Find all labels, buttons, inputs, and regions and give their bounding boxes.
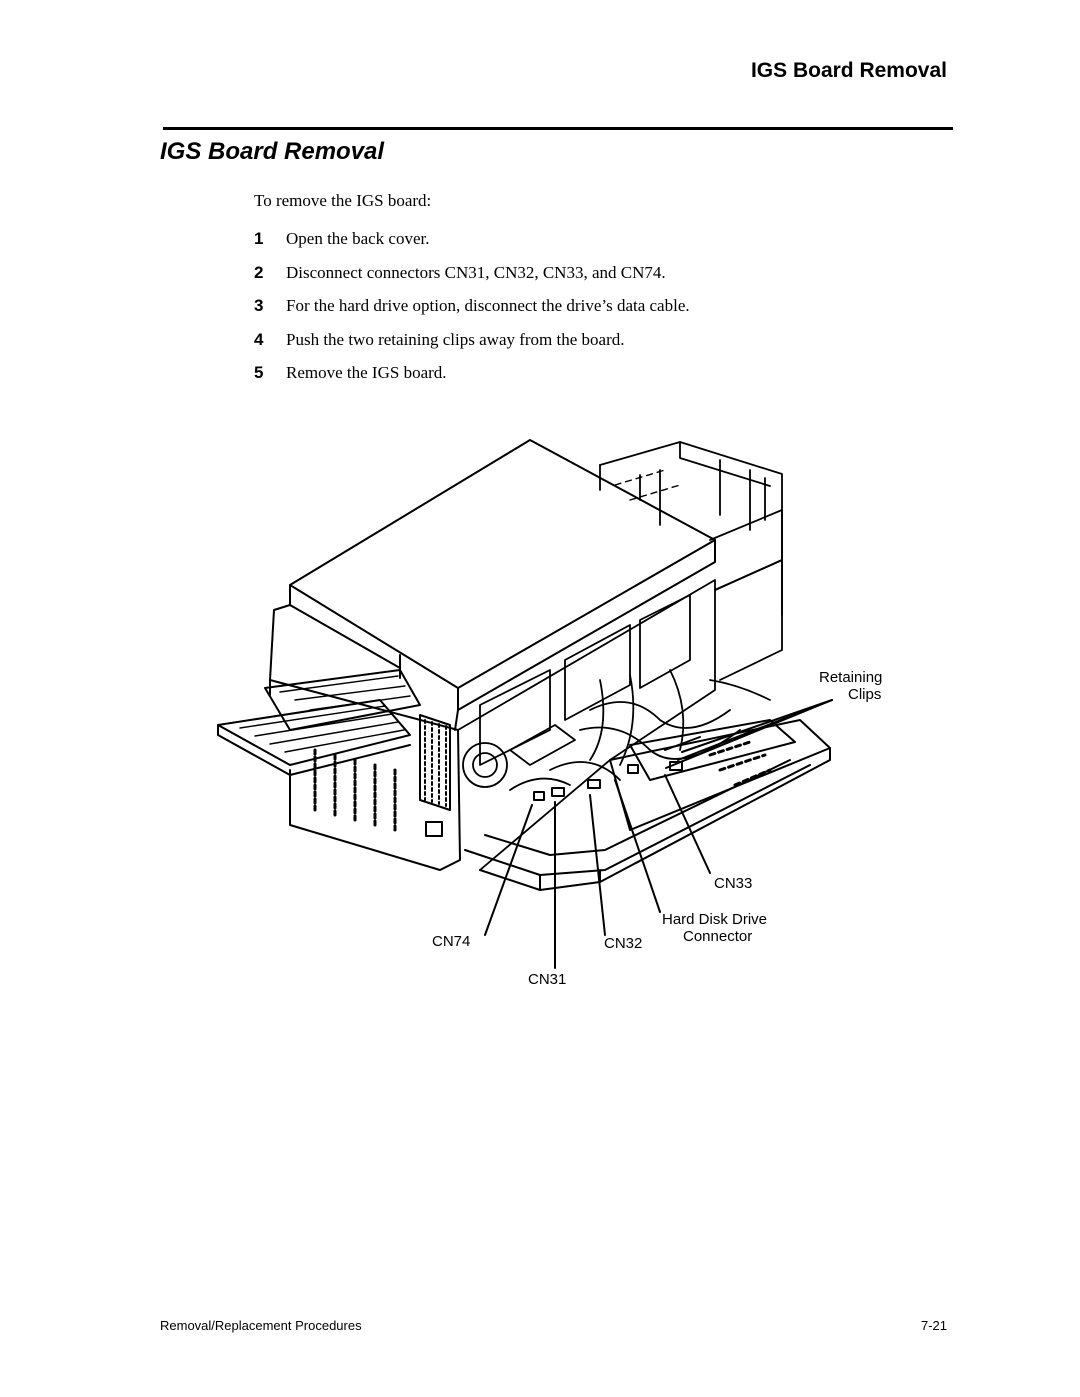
callout-cn32: CN32 [604,935,643,952]
printer-line-drawing [217,439,833,969]
callout-hard-disk-drive: Hard Disk Drive [662,911,768,928]
callout-retaining: Retaining [819,669,883,686]
header-rule [163,127,953,130]
rear-tray-frame [599,441,783,681]
step-3: 3 For the hard drive option, disconnect … [254,296,690,330]
footer-page-number: 7-21 [920,1318,947,1333]
step-1: 1 Open the back cover. [254,229,690,263]
step-text: Remove the IGS board. [286,363,447,382]
footer-chapter-title: Removal/Replacement Procedures [160,1318,362,1333]
printer-top-cover [289,439,716,731]
paper-output-trays [217,669,421,776]
step-number: 1 [254,229,264,248]
callout-cn74: CN74 [432,933,471,950]
step-5: 5 Remove the IGS board. [254,363,690,397]
step-number: 2 [254,262,264,282]
step-text: For the hard drive option, disconnect th… [286,296,690,315]
step-number: 3 [254,296,264,315]
step-text: Disconnect connectors CN31, CN32, CN33, … [286,262,666,282]
running-header-title: IGS Board Removal [750,59,947,82]
step-number: 5 [254,363,264,382]
printer-body-left [269,604,461,871]
step-text: Open the back cover. [286,229,430,248]
section-title: IGS Board Removal [160,138,385,165]
step-number: 4 [254,329,264,349]
callout-leader-lines [484,699,833,969]
step-text: Push the two retaining clips away from t… [286,329,625,349]
callout-clips: Clips [848,686,882,703]
step-2: 2 Disconnect connectors CN31, CN32, CN33… [254,263,690,297]
procedure-steps: 1 Open the back cover. 2 Disconnect conn… [254,229,690,397]
step-4: 4 Push the two retaining clips away from… [254,330,690,364]
callout-cn31: CN31 [528,971,567,988]
internal-components [457,579,771,871]
intro-text: To remove the IGS board: [254,191,432,210]
callout-cn33: CN33 [714,875,753,892]
callout-connector: Connector [683,928,753,945]
printer-illustration-figure: Retaining Clips CN33 Hard Disk Drive Con… [210,430,910,1000]
